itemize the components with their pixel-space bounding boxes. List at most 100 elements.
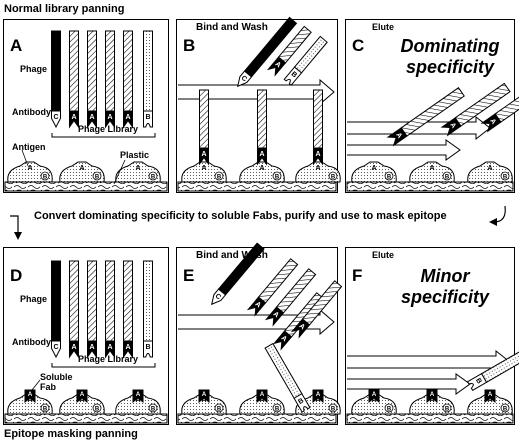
fab-label: A	[430, 392, 435, 398]
soluble-fab: A	[132, 389, 144, 404]
phage-a: A	[69, 30, 79, 129]
antibody-label: A	[71, 114, 76, 121]
epitope-a-label: A	[487, 165, 492, 172]
antibody-tip	[257, 147, 267, 166]
antigen-molecule: AB	[115, 161, 161, 183]
phage-coat	[87, 260, 97, 342]
antibody-label: B	[297, 397, 305, 406]
epitope-b-label: B	[387, 175, 392, 181]
panel-b-title: Bind and Wash	[196, 22, 268, 33]
epitope-a-label: A	[429, 165, 434, 172]
panel-letter-a: A	[10, 36, 23, 55]
antibody-tip	[293, 393, 311, 413]
epitope-b-label: B	[275, 407, 280, 413]
panel-c-title: Elute	[372, 22, 395, 32]
antibody-label: A	[201, 151, 206, 158]
fab-shape	[24, 389, 36, 404]
phage-coat	[69, 30, 79, 112]
header-epitope-masking: Epitope masking panning	[4, 428, 138, 440]
phage-coat	[51, 260, 61, 342]
fab-label: A	[316, 392, 321, 398]
epitope-b-site	[500, 171, 510, 181]
phage-b: B	[143, 260, 153, 358]
epitope-a-label: A	[315, 397, 320, 404]
antibody-label: C	[53, 114, 58, 121]
washed-phage-c: C	[211, 242, 265, 306]
elute-arrow-f-2	[347, 373, 471, 395]
fab-pointer	[31, 379, 41, 391]
antibody-label: A	[89, 114, 94, 121]
bound-phage-b: B	[264, 342, 311, 413]
antibody-tip	[69, 340, 79, 359]
phage-coat	[51, 30, 61, 112]
epitope-b-site	[384, 403, 394, 413]
antibody-tip	[51, 110, 61, 129]
washed-phage-a: A	[290, 280, 343, 339]
fab-shape	[484, 389, 496, 404]
antigen-molecule: AB	[409, 161, 455, 183]
epitope-b-site	[214, 403, 224, 413]
fab-label: A	[488, 392, 493, 398]
epitope-b-site	[92, 403, 102, 413]
epitope-b-site	[442, 171, 452, 181]
epitope-b-label: B	[445, 407, 450, 413]
antibody-tip	[480, 113, 502, 133]
epitope-b-label: B	[217, 175, 222, 181]
antibody-tip	[313, 147, 323, 166]
antibody-label: A	[272, 311, 280, 320]
antibody-tip	[440, 117, 462, 137]
panel-letter-d: D	[10, 266, 23, 285]
epitope-a-label: A	[27, 397, 32, 404]
epitope-a-label: A	[135, 397, 140, 404]
antibody-tip	[123, 340, 133, 359]
antibody-tip	[466, 372, 488, 392]
antigen-molecule: AB	[409, 393, 455, 415]
antibody-label: C	[214, 293, 222, 302]
plastic-label: Plastic	[120, 150, 150, 160]
antibody-tip	[143, 110, 153, 128]
antibody-label: A	[488, 118, 497, 126]
antibody-tip	[290, 318, 311, 339]
panel-e-title: Bind and Wash	[196, 250, 268, 261]
epitope-b-site	[92, 171, 102, 181]
antibody-label-d: Antibody	[12, 337, 51, 347]
antibody-label: A	[89, 344, 94, 351]
antibody-label: A	[394, 132, 403, 140]
antibody-tip	[123, 110, 133, 129]
epitope-b-site	[328, 171, 338, 181]
plastic-surface	[177, 413, 337, 424]
epitope-a-label: A	[135, 165, 140, 172]
epitope-b-label: B	[151, 175, 156, 181]
antibody-label: A	[71, 344, 76, 351]
epitope-b-label: B	[331, 175, 336, 181]
fab-shape	[132, 389, 144, 404]
phage-a: A	[105, 30, 115, 129]
epitope-a-label: A	[201, 165, 206, 172]
connector-right-head	[489, 218, 497, 226]
phage-a: A	[87, 260, 97, 359]
soluble-fab: A	[368, 389, 380, 404]
epitope-b-site	[214, 171, 224, 181]
panel-letter-f: F	[352, 266, 363, 285]
panel-f-title: Elute	[372, 250, 395, 260]
phage-coat	[143, 260, 153, 342]
antigen-label: Antigen	[12, 142, 46, 152]
soluble-fab-label: Soluble Fab	[40, 372, 73, 392]
fab-label: A	[28, 392, 33, 398]
antigen-molecule: AB	[59, 161, 105, 183]
epitope-b-label: B	[275, 175, 280, 181]
plastic-surface	[4, 413, 168, 424]
soluble-fab: A	[312, 389, 324, 404]
antibody-label: A	[125, 114, 130, 121]
header-normal-panning: Normal library panning	[4, 3, 125, 15]
phage-library-bracket	[51, 363, 156, 368]
antibody-label: B	[290, 71, 298, 80]
phage-library-label-a: Phage Library	[78, 124, 139, 134]
phage-coat	[123, 30, 133, 112]
antibody-label: B	[145, 344, 150, 351]
antigen-molecule: AB	[239, 393, 285, 415]
antibody-label: A	[125, 344, 130, 351]
phage-label-a: Phage	[20, 64, 48, 74]
antibody-tip	[69, 110, 79, 129]
epitope-b-site	[328, 403, 338, 413]
